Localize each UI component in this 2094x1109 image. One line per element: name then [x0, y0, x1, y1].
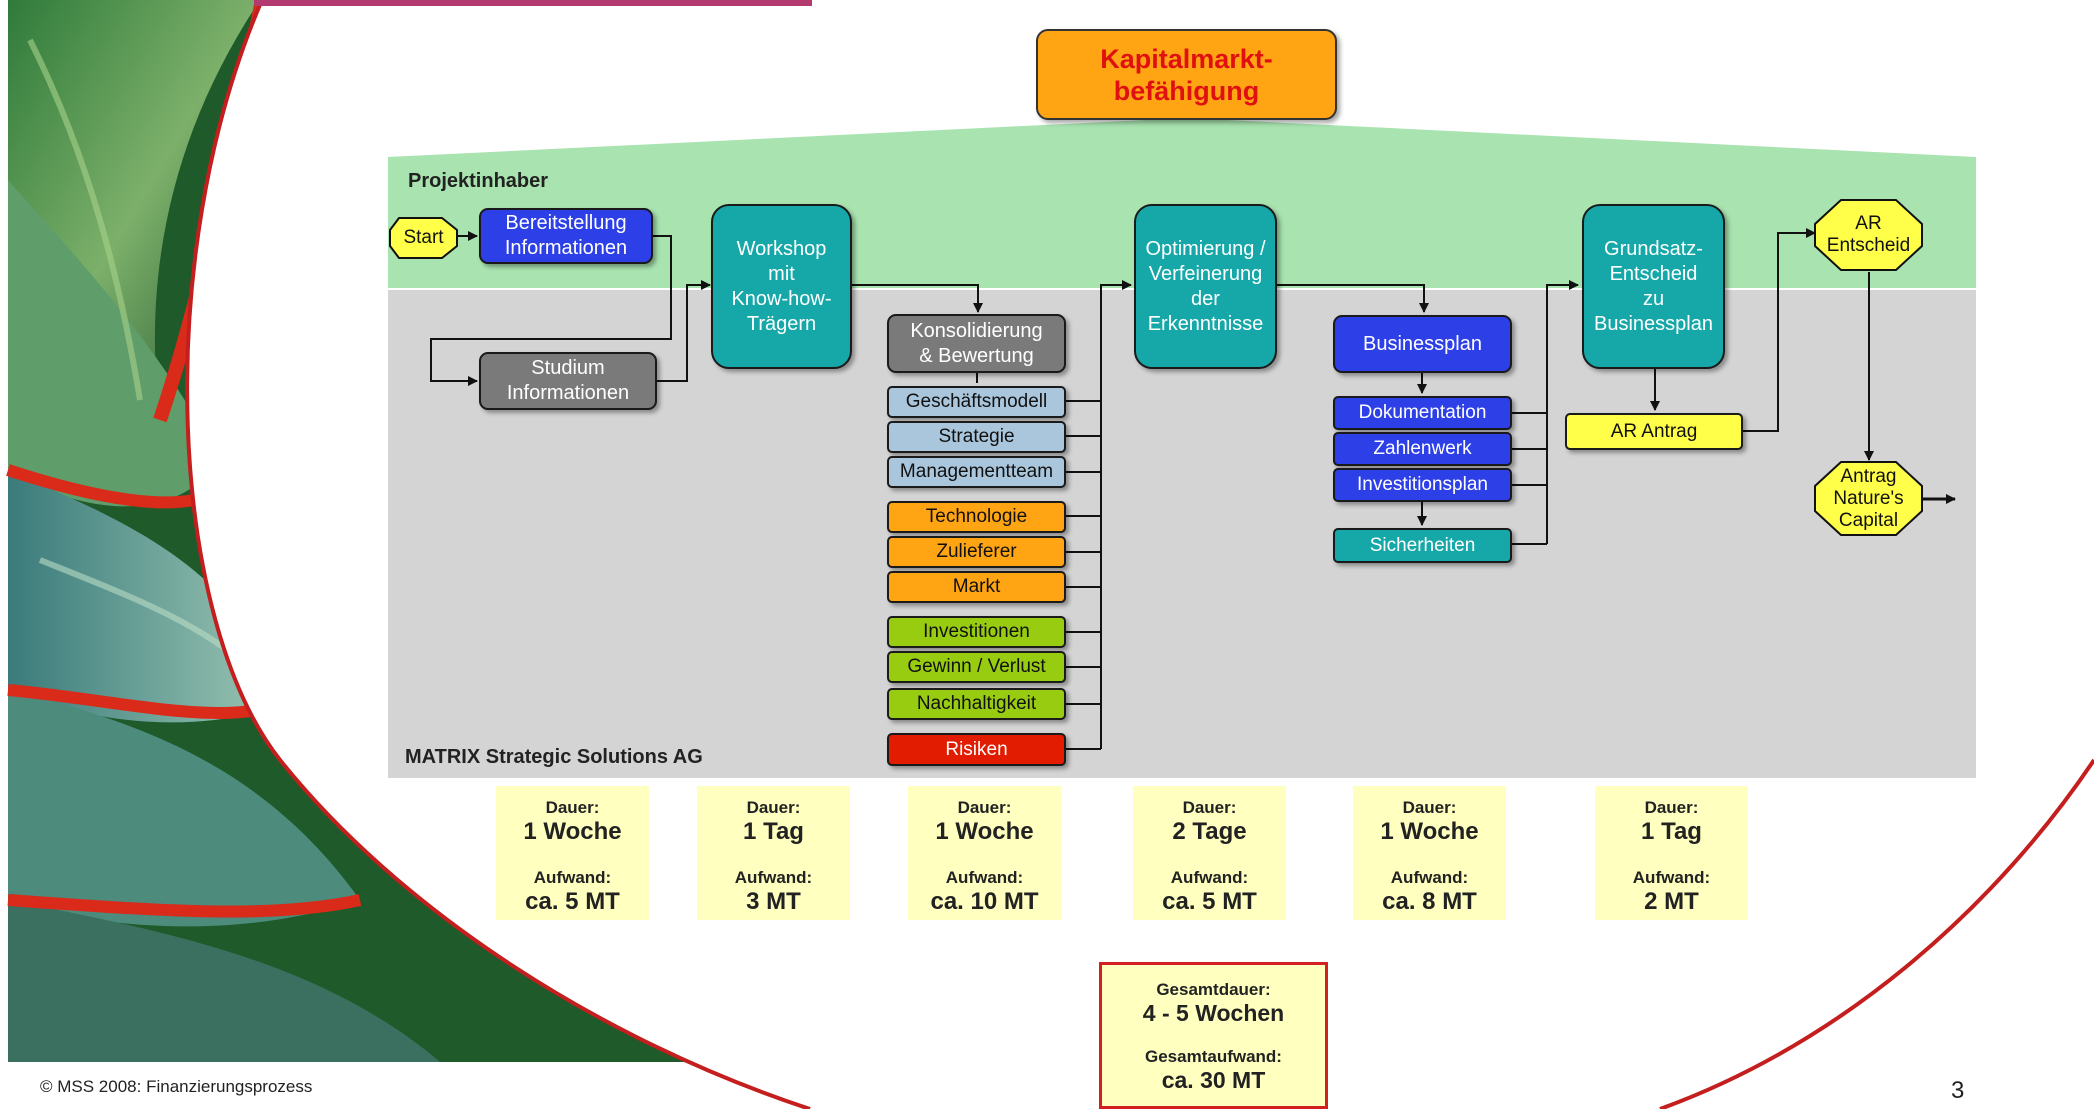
- phase-4-aufwand-label: Aufwand:: [1170, 868, 1249, 887]
- phase-6-aufwand-label: Aufwand:: [1632, 868, 1711, 887]
- risiken-node: Risiken: [887, 733, 1066, 766]
- phase-4-dauer-label: Dauer:: [1182, 798, 1237, 817]
- ar-entscheid-octagon: [1814, 199, 1923, 271]
- ar-antrag-node: AR Antrag: [1565, 413, 1743, 450]
- phase-6-aufwand: 2 MT: [1644, 888, 1699, 915]
- grundsatz-entscheid-node: Grundsatz- Entscheid zu Businessplan: [1582, 204, 1725, 369]
- workshop-node: Workshop mit Know-how- Trägern: [711, 204, 852, 369]
- optimierung-node: Optimierung / Verfeinerung der Erkenntni…: [1134, 204, 1277, 369]
- antrag-natures-capital-node: Antrag Nature's Capital: [1833, 465, 1904, 531]
- phase-stat-4: Dauer: 2 Tage Aufwand: ca. 5 MT: [1133, 786, 1286, 920]
- lane-label-projektinhaber: Projektinhaber: [408, 170, 549, 192]
- phase-2-dauer-label: Dauer:: [746, 798, 801, 817]
- phase-stat-5: Dauer: 1 Woche Aufwand: ca. 8 MT: [1353, 786, 1506, 920]
- phase-3-dauer: 1 Woche: [935, 818, 1034, 845]
- phase-1-dauer: 1 Woche: [523, 818, 622, 845]
- total-dauer: 4 - 5 Wochen: [1142, 1000, 1285, 1026]
- geschaeftsmodell-node: Geschäftsmodell: [887, 386, 1066, 418]
- total-dauer-label: Gesamtdauer:: [1156, 980, 1271, 999]
- investitionen-node: Investitionen: [887, 616, 1066, 648]
- zulieferer-node: Zulieferer: [887, 536, 1066, 568]
- investitionsplan-node: Investitionsplan: [1333, 468, 1512, 502]
- phase-5-aufwand: ca. 8 MT: [1382, 888, 1477, 915]
- phase-stat-2: Dauer: 1 Tag Aufwand: 3 MT: [697, 786, 850, 920]
- bereitstellung-node: Bereitstellung Informationen: [479, 208, 653, 264]
- copyright-footer: © MSS 2008: Finanzierungsprozess: [40, 1077, 313, 1096]
- page-number: 3: [1951, 1077, 1965, 1104]
- phase-3-aufwand: ca. 10 MT: [930, 888, 1039, 915]
- konsolidierung-node: Konsolidierung & Bewertung: [887, 314, 1066, 373]
- strategie-node: Strategie: [887, 421, 1066, 453]
- markt-node: Markt: [887, 571, 1066, 603]
- phase-5-dauer-label: Dauer:: [1402, 798, 1457, 817]
- gewinn-verlust-node: Gewinn / Verlust: [887, 651, 1066, 683]
- phase-1-aufwand: ca. 5 MT: [525, 888, 620, 915]
- technologie-node: Technologie: [887, 501, 1066, 533]
- phase-stat-6: Dauer: 1 Tag Aufwand: 2 MT: [1595, 786, 1748, 920]
- antrag-nc-octagon: [1814, 461, 1923, 536]
- phase-3-dauer-label: Dauer:: [957, 798, 1012, 817]
- phase-2-dauer: 1 Tag: [743, 818, 804, 845]
- phase-5-dauer: 1 Woche: [1380, 818, 1479, 845]
- phase-2-aufwand: 3 MT: [746, 888, 801, 915]
- phase-4-dauer: 2 Tage: [1172, 818, 1247, 845]
- phase-stat-1: Dauer: 1 Woche Aufwand: ca. 5 MT: [496, 786, 649, 920]
- total-summary: Gesamtdauer: 4 - 5 Wochen Gesamtaufwand:…: [1099, 962, 1328, 1109]
- dokumentation-node: Dokumentation: [1333, 396, 1512, 430]
- phase-5-aufwand-label: Aufwand:: [1390, 868, 1469, 887]
- phase-3-aufwand-label: Aufwand:: [945, 868, 1024, 887]
- businessplan-node: Businessplan: [1333, 315, 1512, 373]
- start-node: Start: [403, 227, 444, 248]
- ar-entscheid-node: AR Entscheid: [1826, 213, 1911, 256]
- sicherheiten-node: Sicherheiten: [1333, 528, 1512, 563]
- total-aufwand-label: Gesamtaufwand:: [1145, 1047, 1282, 1066]
- studium-node: Studium Informationen: [479, 352, 657, 410]
- phase-stat-3: Dauer: 1 Woche Aufwand: ca. 10 MT: [908, 786, 1061, 920]
- managementteam-node: Managementteam: [887, 456, 1066, 488]
- phase-2-aufwand-label: Aufwand:: [734, 868, 813, 887]
- nachhaltigkeit-node: Nachhaltigkeit: [887, 688, 1066, 720]
- start-octagon: [389, 217, 458, 259]
- lane-label-matrix: MATRIX Strategic Solutions AG: [405, 746, 703, 768]
- phase-6-dauer: 1 Tag: [1641, 818, 1702, 845]
- zahlenwerk-node: Zahlenwerk: [1333, 432, 1512, 466]
- phase-1-aufwand-label: Aufwand:: [533, 868, 612, 887]
- process-title: Kapitalmarkt- befähigung: [1036, 29, 1337, 120]
- total-aufwand: ca. 30 MT: [1161, 1067, 1266, 1093]
- phase-1-dauer-label: Dauer:: [545, 798, 600, 817]
- phase-4-aufwand: ca. 5 MT: [1162, 888, 1257, 915]
- phase-6-dauer-label: Dauer:: [1644, 798, 1699, 817]
